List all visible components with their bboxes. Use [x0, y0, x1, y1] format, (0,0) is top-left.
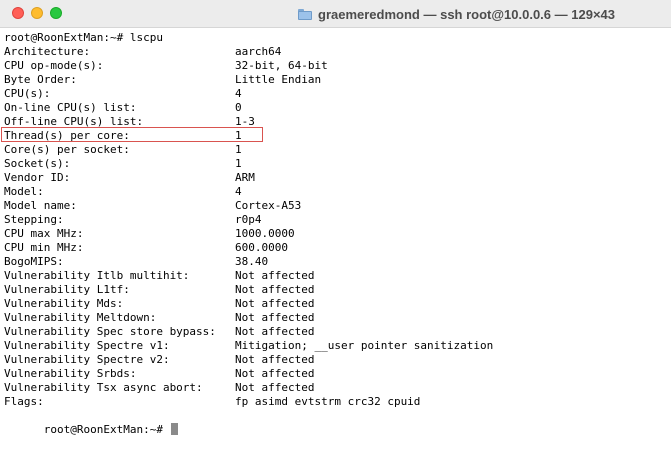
output-row-key: Vulnerability Meltdown: [4, 311, 157, 324]
output-row: Vulnerability Spectre v1: Mitigation; __u… [4, 339, 668, 353]
output-row-key: Vulnerability Tsx async abort: [4, 381, 203, 394]
output-row-value: 600.0000 [235, 241, 288, 254]
output-row-key: Architecture: [4, 45, 91, 58]
output-row: Vulnerability Spec store bypass: Not affe… [4, 325, 668, 339]
output-row-key: Vulnerability Itlb multihit: [4, 269, 190, 282]
output-row-key: Vulnerability Spec store bypass: [4, 325, 216, 338]
output-row-key: Vulnerability Spectre v2: [4, 353, 170, 366]
highlight-annotation-box [1, 127, 263, 142]
output-row-value: Not affected [235, 353, 315, 366]
output-row-value: 4 [235, 185, 242, 198]
output-row-value: Not affected [235, 367, 315, 380]
output-row-value: Not affected [235, 297, 315, 310]
command-line: root@RoonExtMan:~# lscpu [4, 31, 163, 44]
output-row: Socket(s): 1 [4, 157, 668, 171]
folder-icon [298, 8, 312, 20]
output-row-value: 38.40 [235, 255, 269, 268]
output-row-value: 4 [235, 87, 242, 100]
output-row-key: Vulnerability Srbds: [4, 367, 137, 380]
output-row-value: 1 [235, 129, 242, 142]
output-row-value: Little Endian [235, 73, 322, 86]
text-cursor [170, 423, 178, 435]
output-row: CPU max MHz: 1000.0000 [4, 227, 668, 241]
output-row-value: 1 [235, 143, 242, 156]
output-row: Model name: Cortex-A53 [4, 199, 668, 213]
output-row: Byte Order: Little Endian [4, 73, 668, 87]
output-row: Vulnerability Itlb multihit: Not affected [4, 269, 668, 283]
output-row-value: 1-3 [235, 115, 255, 128]
output-row: Vulnerability Tsx async abort: Not affect… [4, 381, 668, 395]
output-row-value: fp asimd evtstrm crc32 cpuid [235, 395, 421, 408]
output-row-key: Flags: [4, 395, 44, 408]
output-row: Vulnerability Meltdown: Not affected [4, 311, 668, 325]
output-row-key: BogoMIPS: [4, 255, 64, 268]
output-row-key: Stepping: [4, 213, 64, 226]
output-row: Flags: fp asimd evtstrm crc32 cpuid [4, 395, 668, 409]
output-row-value: Not affected [235, 283, 315, 296]
output-row-key: Byte Order: [4, 73, 77, 86]
output-row: Vulnerability Srbds: Not affected [4, 367, 668, 381]
output-row-value: 1000.0000 [235, 227, 295, 240]
output-row-value: 0 [235, 101, 242, 114]
output-row-key: CPU op-mode(s): [4, 59, 104, 72]
output-row: Model: 4 [4, 185, 668, 199]
output-row: On-line CPU(s) list: 0 [4, 101, 668, 115]
output-row-key: Core(s) per socket: [4, 143, 130, 156]
output-row-value: ARM [235, 171, 255, 184]
output-row-value: Mitigation; __user pointer sanitization [235, 339, 494, 352]
output-row: Core(s) per socket: 1 [4, 143, 668, 157]
shell-prompt: root@RoonExtMan:~# [43, 423, 170, 436]
output-row-key: CPU(s): [4, 87, 51, 100]
zoom-window-button[interactable] [50, 7, 62, 19]
output-row-key: Vendor ID: [4, 171, 71, 184]
output-row-value: 1 [235, 157, 242, 170]
output-row-value: r0p4 [235, 213, 262, 226]
output-row-key: Model name: [4, 199, 77, 212]
output-row-value: Not affected [235, 269, 315, 282]
terminal-output[interactable]: root@RoonExtMan:~# lscpu Architecture: aa… [1, 31, 668, 436]
output-row: CPU(s): 4 [4, 87, 668, 101]
shell-prompt-line[interactable]: root@RoonExtMan:~# [4, 409, 668, 436]
output-row: Vulnerability Mds: Not affected [4, 297, 668, 311]
output-row-value: Not affected [235, 325, 315, 338]
output-row: Off-line CPU(s) list: 1-3 [4, 115, 668, 129]
output-row: CPU min MHz: 600.0000 [4, 241, 668, 255]
output-row-key: Vulnerability Spectre v1: [4, 339, 170, 352]
output-row-value: Not affected [235, 311, 315, 324]
output-row: Vulnerability L1tf: Not affected [4, 283, 668, 297]
title-bar[interactable]: graemeredmond — ssh root@10.0.0.6 — 129×… [0, 0, 671, 28]
output-row-value: Cortex-A53 [235, 199, 302, 212]
output-row-value: aarch64 [235, 45, 282, 58]
output-row: CPU op-mode(s): 32-bit, 64-bit [4, 59, 668, 73]
output-row: Thread(s) per core: 1 [4, 129, 668, 143]
output-row-value: 32-bit, 64-bit [235, 59, 328, 72]
output-row: BogoMIPS: 38.40 [4, 255, 668, 269]
window-title-text: graemeredmond — ssh root@10.0.0.6 — 129×… [318, 6, 615, 22]
output-row: Stepping: r0p4 [4, 213, 668, 227]
window-title: graemeredmond — ssh root@10.0.0.6 — 129×… [298, 6, 615, 22]
close-window-button[interactable] [12, 7, 24, 19]
output-row-value: Not affected [235, 381, 315, 394]
minimize-window-button[interactable] [31, 7, 43, 19]
output-row-key: Vulnerability Mds: [4, 297, 124, 310]
output-row-key: Socket(s): [4, 157, 71, 170]
output-row-key: Vulnerability L1tf: [4, 283, 130, 296]
output-row-key: On-line CPU(s) list: [4, 101, 137, 114]
output-row: Vendor ID: ARM [4, 171, 668, 185]
output-row-key: CPU min MHz: [4, 241, 84, 254]
output-row-key: Thread(s) per core: [4, 129, 130, 142]
output-row: Vulnerability Spectre v2: Not affected [4, 353, 668, 367]
output-row-key: CPU max MHz: [4, 227, 84, 240]
output-row: Architecture: aarch64 [4, 45, 668, 59]
output-row-key: Off-line CPU(s) list: [4, 115, 144, 128]
output-row-key: Model: [4, 185, 44, 198]
